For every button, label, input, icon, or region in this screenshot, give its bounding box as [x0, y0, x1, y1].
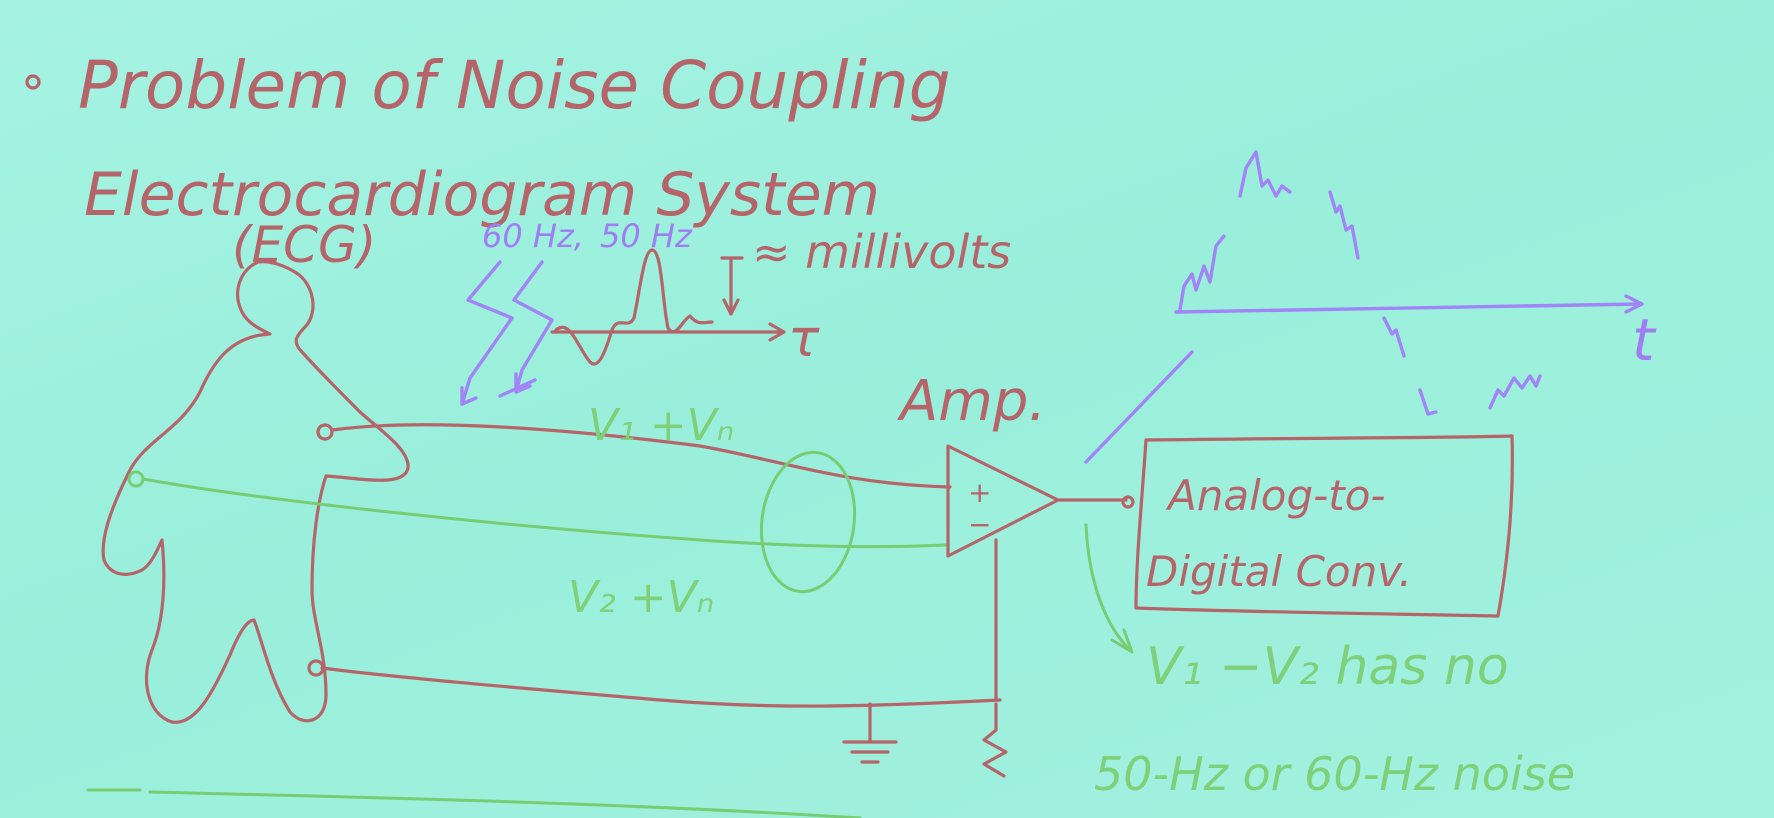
result-note-line2: 50-Hz or 60-Hz noise — [1094, 747, 1575, 801]
result-note-line1: V₁ −V₂ has no — [1146, 637, 1509, 697]
noise-bolt-2 — [512, 260, 554, 394]
electrode-arm — [127, 470, 145, 488]
result-arrow — [1084, 523, 1134, 654]
subtitle-ecg-system: Electrocardiogram System — [84, 160, 880, 230]
tau-axis — [550, 322, 786, 342]
human-body-outline — [101, 260, 410, 724]
adc-input-node — [1121, 495, 1135, 509]
bullet-point — [25, 74, 41, 90]
wire-top-label: V₁ +Vₙ — [588, 400, 734, 451]
noise-bolt-1-arrow — [460, 386, 478, 406]
electrode-chest — [316, 423, 334, 441]
tau-axis-label: τ — [788, 309, 820, 369]
noise-freq-50-label: 50 Hz — [600, 217, 693, 255]
wire-ground — [320, 666, 1002, 708]
adc-label-line2: Digital Conv. — [1146, 547, 1412, 596]
noise-bolt-1 — [460, 260, 514, 406]
adc-box — [1134, 434, 1514, 618]
ecg-mini-waveform — [554, 248, 714, 366]
time-axis — [1174, 294, 1644, 314]
twisted-pair-loop — [759, 450, 857, 594]
amplifier-triangle — [946, 444, 1060, 558]
bottom-divider-line — [86, 788, 862, 818]
wire-v2 — [141, 477, 948, 549]
amplifier-ground-path — [982, 538, 1008, 778]
noise-bolt-2-arrow — [498, 372, 537, 398]
title-text: Problem of Noise Coupling — [78, 47, 951, 124]
noise-freq-60-label: 60 Hz, — [482, 217, 584, 255]
wire-bottom-label: V₂ +Vₙ — [568, 572, 714, 623]
wire-v1 — [330, 423, 952, 489]
adc-arrow-line — [1084, 350, 1194, 464]
amplitude-arrow — [720, 256, 744, 316]
ground-symbol-left — [842, 702, 898, 764]
amplifier-minus: − — [968, 508, 991, 541]
amplitude-label: ≈ millivolts — [752, 225, 1011, 279]
time-axis-label: t — [1632, 306, 1657, 374]
digitized-ecg-waveform — [1178, 150, 1542, 416]
adc-label-line1: Analog-to- — [1165, 471, 1386, 520]
amplifier-label: Amp. — [897, 369, 1046, 434]
amplifier-plus: + — [968, 476, 991, 509]
